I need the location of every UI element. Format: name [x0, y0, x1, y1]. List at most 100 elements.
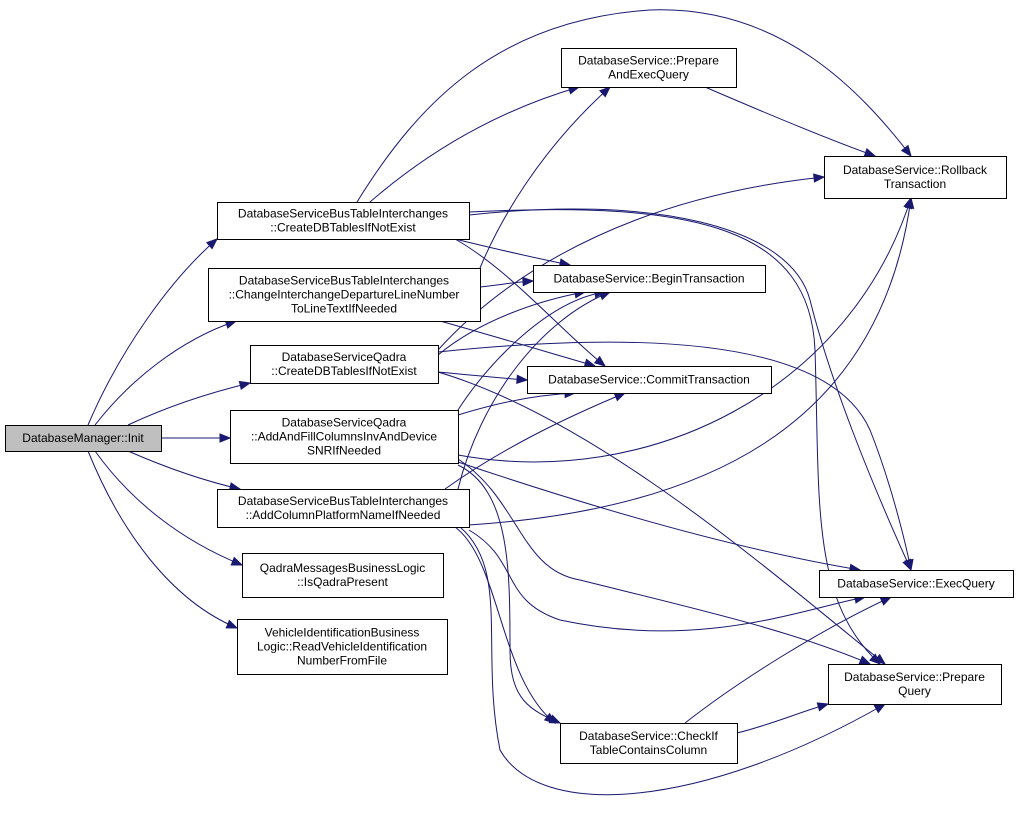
edge-line — [127, 450, 241, 490]
edge-line — [468, 197, 912, 526]
node-label-line: DatabaseServiceQadra — [282, 416, 407, 430]
edge-init-to-qadra_create — [127, 380, 252, 426]
node-box[interactable] — [828, 664, 1002, 705]
edge-line — [704, 86, 876, 157]
edge-line — [356, 9, 912, 203]
node-label-line: VehicleIdentificationBusiness — [265, 626, 420, 640]
arrowhead-icon — [543, 712, 557, 724]
edge-line — [437, 176, 825, 351]
arrowhead-icon — [904, 558, 914, 572]
arrowhead-icon — [598, 291, 612, 301]
node-box[interactable] — [242, 553, 444, 598]
edge-bus_create-to-prep_exec — [369, 85, 581, 203]
arrowhead-icon — [522, 276, 535, 287]
node-label-line: SNRIfNeeded — [307, 444, 381, 458]
arrowhead-icon — [873, 703, 887, 714]
node-label-line: QadraMessagesBusinessLogic — [260, 561, 425, 575]
arrowhead-icon — [225, 619, 239, 629]
node-label-line: DatabaseService::Prepare — [578, 54, 719, 68]
node-check-col[interactable]: DatabaseService::CheckIfTableContainsCol… — [560, 723, 738, 764]
arrowhead-icon — [858, 655, 872, 665]
node-box[interactable] — [230, 410, 459, 464]
node-exec[interactable]: DatabaseService::ExecQuery — [819, 570, 1014, 598]
node-qadra-addfill[interactable]: DatabaseServiceQadra::AddAndFillColumnsI… — [230, 410, 459, 464]
arrowhead-icon — [238, 380, 252, 391]
node-commit[interactable]: DatabaseService::CommitTransaction — [527, 366, 772, 394]
edge-qadra_create-to-commit — [437, 371, 529, 384]
node-box[interactable] — [824, 156, 1007, 199]
node-label-line: DatabaseServiceBusTableInterchanges — [238, 494, 448, 508]
node-label-line: Logic::ReadVehicleIdentification — [257, 640, 427, 654]
node-qadra-create[interactable]: DatabaseServiceQadra::CreateDBTablesIfNo… — [250, 345, 439, 384]
edge-bus_addcol-to-commit — [444, 392, 627, 490]
node-label-line: DatabaseService::BeginTransaction — [554, 272, 745, 286]
node-qadra-present[interactable]: QadraMessagesBusinessLogic::IsQadraPrese… — [242, 553, 444, 598]
node-box[interactable] — [250, 345, 439, 384]
edge-line — [94, 320, 237, 426]
arrowhead-icon — [873, 653, 887, 665]
edge-bus_change-to-begin — [479, 276, 535, 288]
arrowhead-icon — [904, 196, 915, 210]
node-box[interactable] — [217, 489, 470, 528]
edge-line — [468, 529, 866, 632]
node-bus-create[interactable]: DatabaseServiceBusTableInterchanges::Cre… — [217, 202, 470, 240]
node-label-line: TableContainsColumn — [590, 743, 707, 757]
node-label-line: AndExecQuery — [608, 68, 689, 82]
arrowhead-icon — [599, 86, 612, 98]
node-box[interactable] — [560, 723, 738, 764]
edge-line — [459, 526, 886, 796]
edge-bus_change-to-prep_exec — [479, 86, 612, 269]
node-label-line: ::IsQadraPresent — [297, 575, 388, 589]
node-label-line: DatabaseServiceBusTableInterchanges — [239, 274, 449, 288]
node-box[interactable] — [5, 425, 162, 452]
edge-bus_addcol-to-check_col — [454, 526, 557, 724]
edge-qadra_addfill-to-check_col — [457, 464, 562, 724]
edge-bus_create-to-rollback — [356, 9, 912, 203]
node-label-line: DatabaseService::CheckIf — [579, 729, 718, 743]
edge-line — [454, 526, 556, 724]
edge-line — [684, 596, 892, 724]
edge-line — [479, 86, 611, 269]
node-label-line: DatabaseService::Prepare — [844, 670, 985, 684]
node-box[interactable] — [527, 366, 772, 394]
edge-bus_change-to-commit — [439, 320, 597, 368]
node-bus-addcol[interactable]: DatabaseServiceBusTableInterchanges::Add… — [217, 489, 470, 528]
node-label-line: ::ChangeInterchangeDepartureLineNumber — [229, 288, 460, 302]
edge-line — [87, 238, 218, 426]
node-label-line: ::AddAndFillColumnsInvAndDevice — [251, 430, 437, 444]
node-label-line: DatabaseServiceBusTableInterchanges — [238, 207, 448, 221]
edge-qadra_addfill-to-exec — [457, 461, 862, 573]
node-box[interactable] — [217, 202, 470, 240]
edge-line — [437, 341, 912, 571]
node-box[interactable] — [237, 619, 448, 675]
edge-qadra_create-to-prepare — [437, 371, 887, 665]
edge-line — [369, 86, 580, 203]
edge-qadra_addfill-to-rollback — [457, 196, 913, 463]
arrowhead-icon — [816, 702, 830, 712]
node-label-line: NumberFromFile — [297, 654, 387, 668]
arrowhead-icon — [583, 358, 597, 368]
edge-bus_addcol-to-exec — [468, 529, 867, 632]
edge-qadra_create-to-rollback — [437, 173, 826, 351]
node-box[interactable] — [208, 268, 481, 322]
node-bus-change[interactable]: DatabaseServiceBusTableInterchanges::Cha… — [208, 268, 481, 322]
node-box[interactable] — [533, 265, 766, 293]
node-begin[interactable]: DatabaseService::BeginTransaction — [533, 265, 766, 293]
arrowhead-icon — [593, 355, 607, 367]
node-box[interactable] — [561, 48, 737, 88]
edge-init-to-bus_create — [87, 238, 219, 426]
node-vehicle-read[interactable]: VehicleIdentificationBusinessLogic::Read… — [237, 619, 448, 675]
edge-init-to-vehicle_read — [87, 450, 239, 629]
node-box[interactable] — [819, 570, 1014, 598]
arrowhead-icon — [613, 392, 627, 402]
edge-prep_exec-to-rollback — [704, 86, 877, 157]
arrowhead-icon — [516, 374, 529, 384]
edges-layer — [87, 9, 915, 796]
node-label-line: DatabaseManager::Init — [22, 431, 144, 445]
edge-line — [439, 320, 596, 367]
node-init[interactable]: DatabaseManager::Init — [5, 425, 162, 452]
